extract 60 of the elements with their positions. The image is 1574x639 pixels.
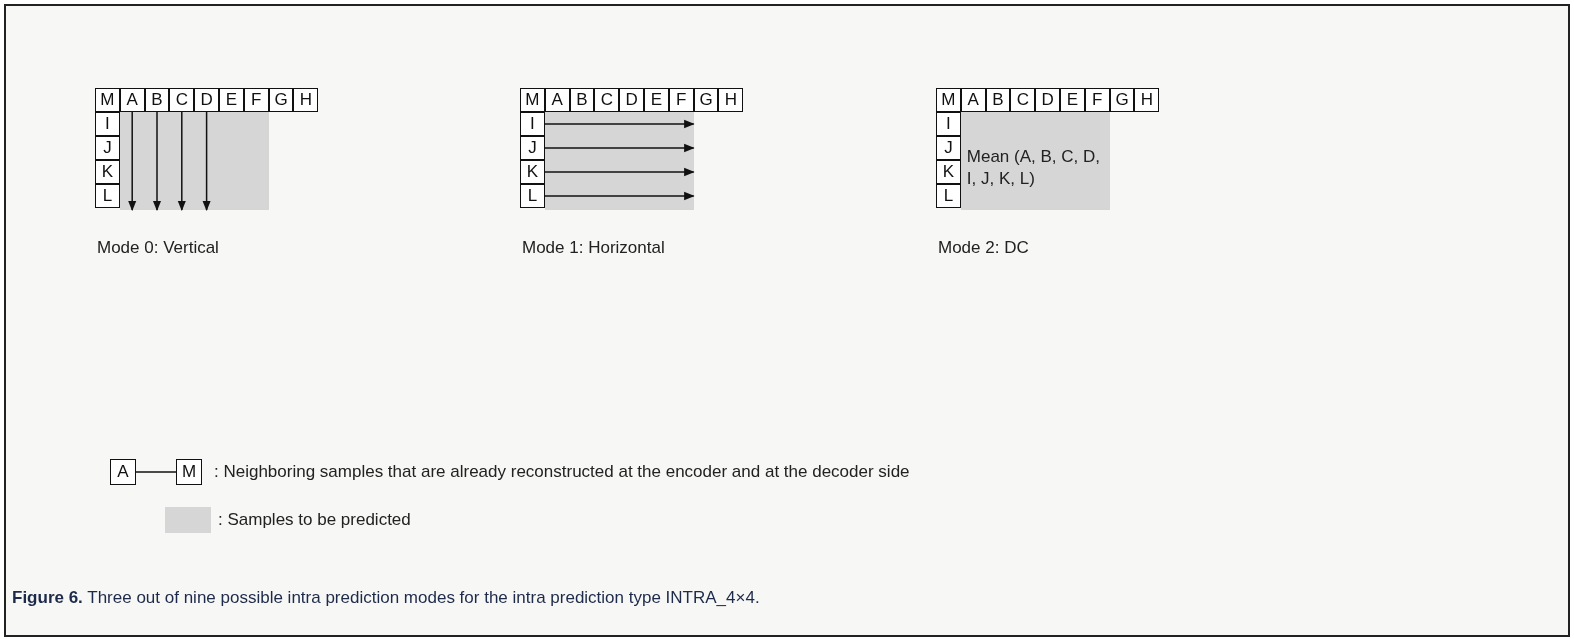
predicted-samples-area	[544, 112, 694, 210]
legend-text: : Samples to be predicted	[218, 510, 411, 530]
sample-cell: E	[219, 88, 244, 112]
legend-text: : Neighboring samples that are already reconstructed at the encoder and at the decoder side	[214, 462, 910, 482]
sample-cell: F	[1084, 88, 1110, 112]
sample-cell: K	[936, 160, 961, 184]
arrow	[177, 111, 186, 212]
figure-caption: Figure 6. Three out of nine possible intra prediction modes for the intra prediction type INTRA_4×4.	[12, 588, 760, 608]
sample-cell: H	[293, 88, 319, 112]
sample-cell: L	[95, 184, 120, 208]
sample-cell: G	[693, 88, 719, 112]
sample-cell: M	[936, 88, 961, 112]
sample-cell: K	[520, 160, 545, 184]
sample-cell: A	[110, 459, 136, 485]
sample-cell: E	[1060, 88, 1085, 112]
sample-cell: I	[95, 112, 120, 136]
sample-cell: F	[243, 88, 269, 112]
arrow	[128, 111, 137, 212]
mode-label: Mode 2: DC	[938, 238, 1029, 258]
arrow	[544, 167, 695, 177]
sample-cell: B	[144, 88, 170, 112]
predicted-samples-area	[960, 112, 1110, 210]
sample-cell: B	[985, 88, 1011, 112]
sample-cell: C	[169, 88, 195, 112]
mode-label: Mode 0: Vertical	[97, 238, 219, 258]
sample-cell: D	[194, 88, 219, 112]
arrow	[202, 111, 211, 212]
sample-cell: J	[520, 136, 545, 160]
sample-cell: F	[668, 88, 694, 112]
sample-cell: A	[119, 88, 145, 112]
sample-cell: C	[1010, 88, 1036, 112]
predicted-samples-area	[119, 112, 269, 210]
sample-cell: J	[95, 136, 120, 160]
sample-cell: J	[936, 136, 961, 160]
sample-cell: D	[1035, 88, 1060, 112]
sample-cell: L	[936, 184, 961, 208]
sample-cell: H	[1134, 88, 1160, 112]
sample-cell: A	[960, 88, 986, 112]
sample-cell: G	[1109, 88, 1135, 112]
sample-cell: M	[520, 88, 545, 112]
sample-cell: H	[718, 88, 744, 112]
sample-cell: G	[268, 88, 294, 112]
arrow	[152, 111, 162, 212]
sample-cell: M	[95, 88, 120, 112]
sample-cell: B	[569, 88, 595, 112]
arrow	[544, 143, 695, 153]
sample-cell: I	[520, 112, 545, 136]
sample-cell: L	[520, 184, 545, 208]
sample-cell: K	[95, 160, 120, 184]
mode-label: Mode 1: Horizontal	[522, 238, 665, 258]
arrow	[544, 191, 695, 201]
formula-text: Mean (A, B, C, D, I, J, K, L)	[966, 146, 1101, 190]
sample-cell: A	[544, 88, 570, 112]
connector-line	[135, 471, 177, 473]
sample-cell: C	[594, 88, 620, 112]
arrow	[544, 119, 695, 129]
sample-cell: D	[619, 88, 644, 112]
sample-cell: M	[176, 459, 202, 485]
sample-cell: I	[936, 112, 961, 136]
sample-cell: E	[644, 88, 669, 112]
